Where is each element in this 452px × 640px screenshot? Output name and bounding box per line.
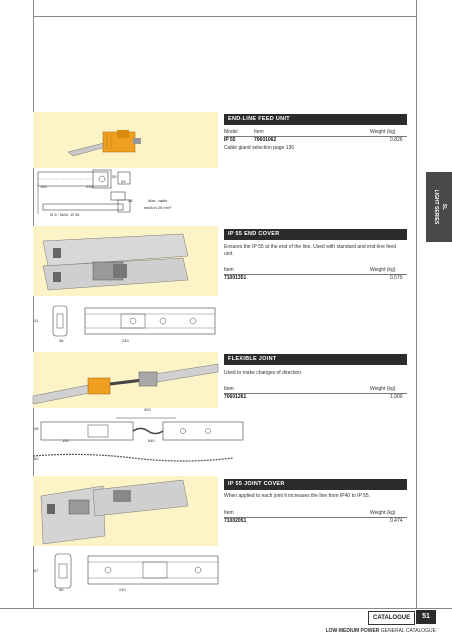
flexible-joint-image-panel — [33, 352, 218, 408]
section-header-flexible-joint: FLEXIBLE JOINT — [224, 354, 407, 365]
feed-dim-cable-section: section 25 mm² — [144, 205, 172, 210]
feed-dim-150: 150 — [40, 184, 47, 189]
joint-cover-rule — [224, 517, 407, 518]
joint-cover-description: When applied to each joint it increases … — [224, 493, 371, 499]
end-cover-col-item: Item — [224, 267, 234, 273]
feed-unit-weight: 0.826 — [390, 137, 403, 143]
flexible-joint-col-weight: Weight (kg) — [370, 386, 396, 392]
tab-code: SL — [441, 203, 447, 211]
joint-cover-dim-67: 67 — [34, 568, 39, 573]
feed-unit-note: Cable gland selection page 136 — [224, 145, 295, 151]
feed-unit-drawing — [37, 169, 131, 214]
joint-cover-dim-240: 240 — [119, 587, 126, 592]
joint-cover-item: 71002051 — [224, 518, 247, 524]
end-cover-weight: 0.570 — [390, 275, 403, 281]
joint-cover-col-weight: Weight (kg) — [370, 510, 396, 516]
end-cover-drawing — [52, 305, 216, 337]
tab-label: LIGHT SERIES — [433, 189, 439, 225]
end-cover-illustration — [42, 233, 189, 291]
footer-plain-text: GENERAL CATALOGUE — [379, 628, 436, 634]
joint-cover-col-item: Item — [224, 510, 234, 516]
footer-bold-text: LOW-MEDIUM POWER — [325, 628, 380, 634]
feed-dim-53: 53 — [121, 179, 126, 184]
catalogue-label: CATALOGUE — [368, 611, 416, 625]
feed-dim-diameter: Ø 3÷ MAX. Ø 35 — [50, 212, 80, 217]
joint-cover-dim-56: 56 — [59, 587, 64, 592]
flexible-dim-60: 60 — [34, 456, 39, 461]
feed-unit-rule — [224, 136, 407, 137]
feed-dim-216: 216 — [86, 184, 93, 189]
flexible-joint-drawing — [32, 417, 244, 462]
flexible-joint-col-item: Item — [224, 386, 234, 392]
flexible-dim-150: 150 — [62, 438, 69, 443]
feed-unit-illustration — [67, 130, 141, 157]
feed-unit-col-item: Item — [254, 129, 264, 135]
flexible-joint-item: 70601261 — [224, 394, 247, 400]
flexible-dim-300: 300 — [144, 407, 151, 412]
flexible-joint-description: Used to make changes of direction. — [224, 370, 303, 376]
joint-cover-weight: 0.474 — [390, 518, 403, 524]
section-header-end-cover: IP 55 END COVER — [224, 229, 407, 240]
feed-unit-item: 70601062 — [254, 137, 277, 143]
left-frame-line — [33, 0, 34, 608]
section-header-joint-cover: IP 55 JOINT COVER — [224, 479, 407, 490]
bottom-frame-line — [0, 608, 452, 609]
flexible-joint-illustration — [32, 363, 219, 405]
end-cover-description: Ensures the IP 55 at the end of the line… — [224, 244, 396, 257]
feed-unit-model: IP 55 — [224, 137, 236, 143]
feed-unit-col-model: Model — [224, 129, 238, 135]
feed-dim-cable-label: Max. cable — [148, 198, 168, 203]
section-header-feed-unit: END-LINE FEED UNIT — [224, 114, 407, 125]
flexible-joint-weight: 1.900 — [390, 394, 403, 400]
end-cover-dim-240: 240 — [122, 338, 129, 343]
footer-catalogue-name: LOW-MEDIUM POWER GENERAL CATALOGUE — [300, 628, 436, 634]
joint-cover-drawing — [54, 553, 219, 589]
flexible-dim-28: 28 — [34, 426, 39, 431]
right-frame-line — [416, 0, 417, 608]
end-cover-col-weight: Weight (kg) — [370, 267, 396, 273]
end-cover-item: 71001351 — [224, 275, 247, 281]
flexible-dim-840: 840 — [148, 438, 155, 443]
end-cover-rule — [224, 274, 407, 275]
feed-unit-col-weight: Weight (kg) — [370, 129, 396, 135]
feed-dim-55: 55 — [112, 174, 117, 179]
end-cover-dim-56: 56 — [59, 338, 64, 343]
page-number: 51 — [416, 610, 436, 624]
feed-dim-28: 28 — [128, 198, 133, 203]
joint-cover-illustration — [40, 479, 189, 545]
top-frame-line — [33, 16, 416, 17]
flexible-joint-rule — [224, 393, 407, 394]
end-cover-dim-41: 41 — [34, 318, 39, 323]
